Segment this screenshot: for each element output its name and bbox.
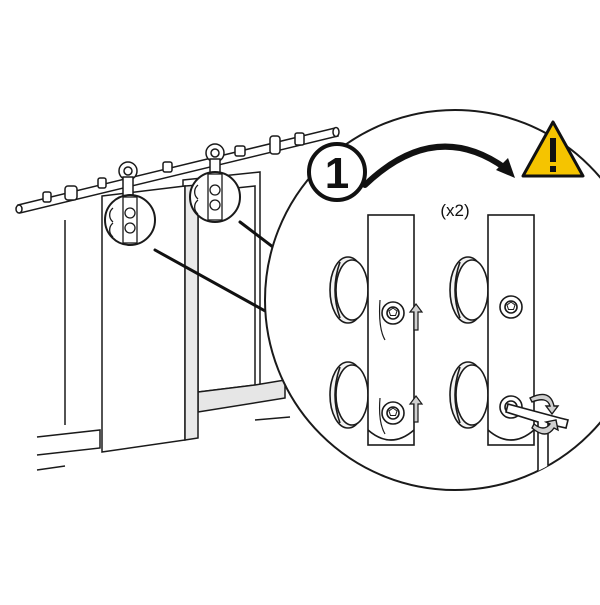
wall xyxy=(36,220,291,471)
up-arrow-icon xyxy=(408,303,424,423)
step-number: 1 xyxy=(325,149,349,198)
rail-brackets xyxy=(42,132,305,203)
zoom-hanger-right xyxy=(449,214,535,446)
step-badge: 1 xyxy=(307,142,367,202)
quantity-note: (x2) xyxy=(440,201,469,220)
front-door-panel xyxy=(101,184,199,453)
rotation-arrow xyxy=(529,393,560,435)
warning-icon xyxy=(521,120,585,178)
detail-circle-left xyxy=(104,194,156,246)
detail-circle-right xyxy=(189,171,241,223)
zoom-detail xyxy=(264,109,600,491)
roller-hanger-left xyxy=(118,161,138,202)
zoom-hanger-left xyxy=(329,214,415,446)
curved-arrow xyxy=(362,143,515,188)
track-rail xyxy=(15,126,340,214)
